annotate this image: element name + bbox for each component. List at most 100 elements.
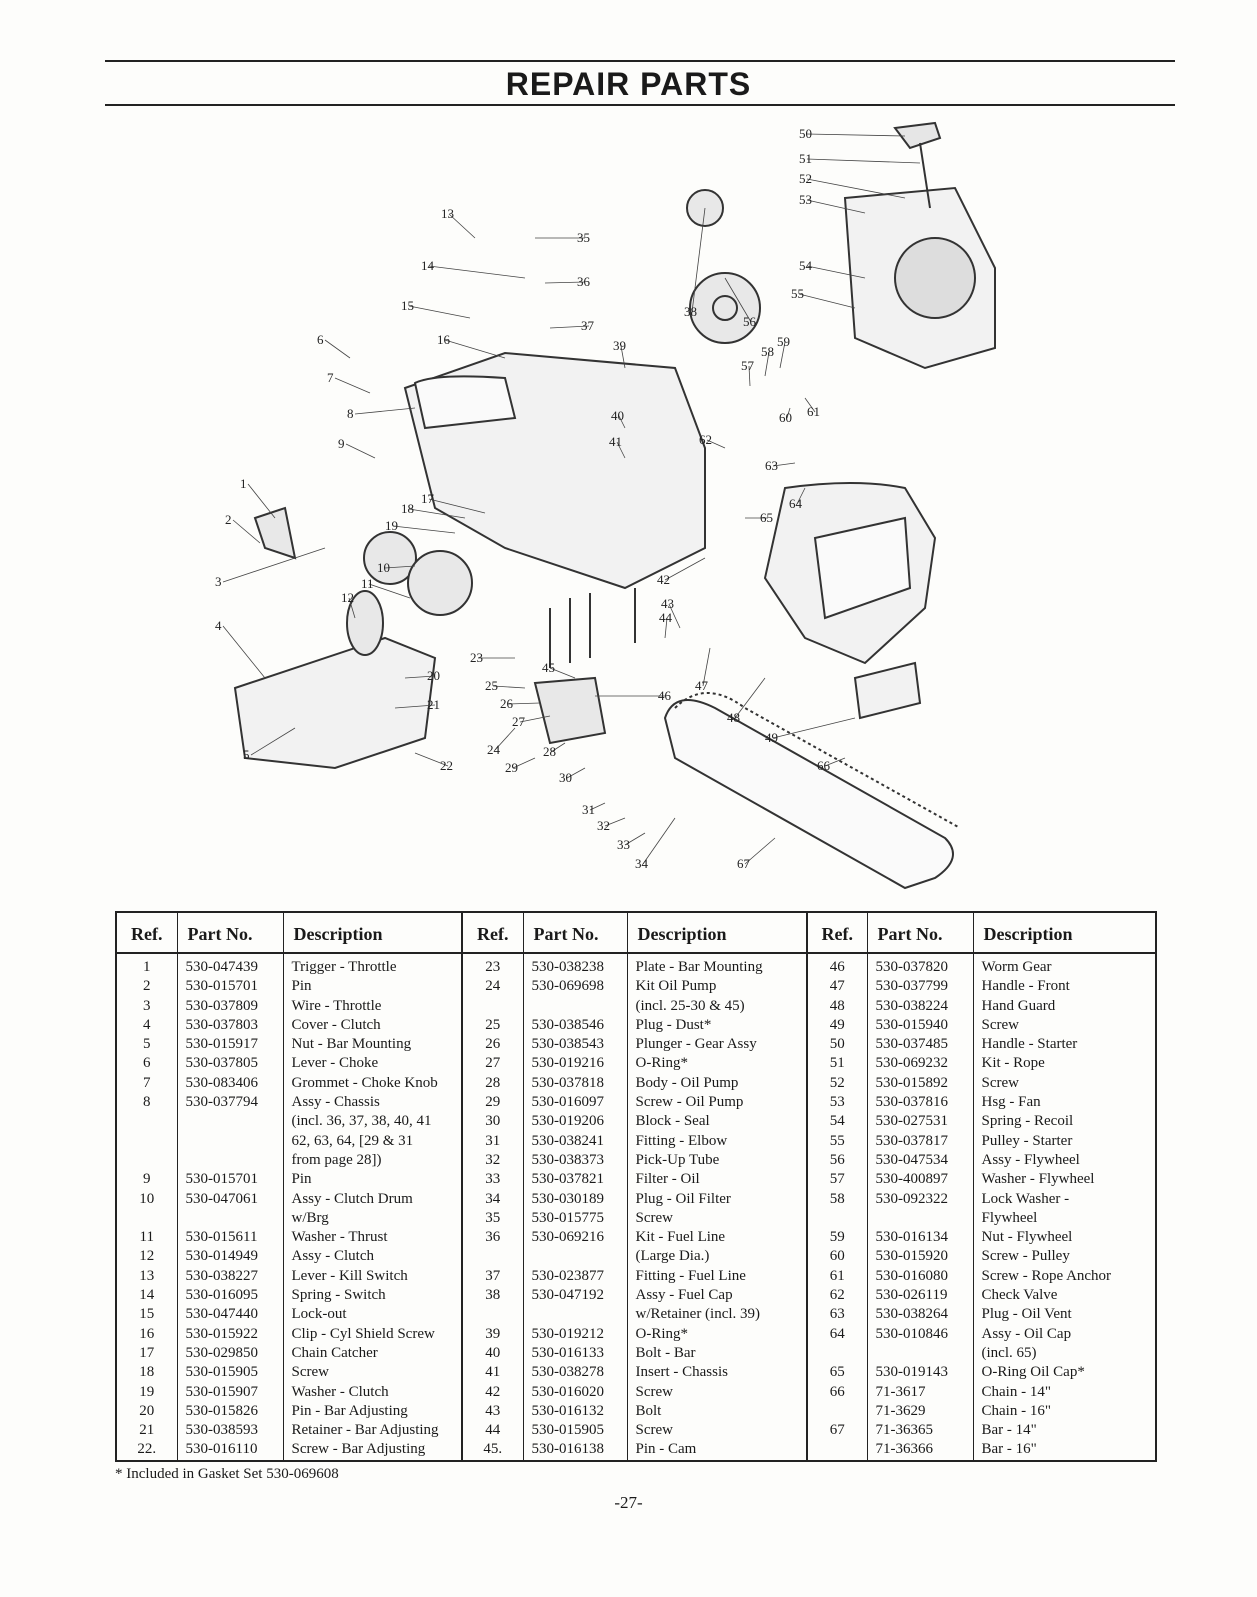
description-cell: Hsg - Fan [972, 1093, 1157, 1113]
ref-cell: 35 [461, 1208, 523, 1229]
col-header: Description [282, 911, 462, 954]
callout-leader-line [408, 508, 466, 519]
part-number-cell: 530-023877 [522, 1266, 627, 1287]
callout-leader-line [744, 837, 776, 865]
ref-cell [806, 1401, 867, 1422]
part-number-cell: 530-038224 [866, 996, 973, 1016]
callout-leader-line [664, 557, 706, 581]
callout-label: 34 [635, 856, 649, 871]
description-cell: O-Ring* [626, 1324, 807, 1344]
description-cell: Filter - Oil [626, 1170, 807, 1190]
part-number-cell [522, 1247, 627, 1267]
callout-leader-line [764, 351, 770, 377]
description-cell: Chain Catcher [282, 1343, 462, 1364]
callout-label: 25 [485, 678, 498, 693]
col-header: Part No. [866, 911, 973, 954]
part-number-cell: 530-037816 [866, 1093, 973, 1113]
exploded-parts-diagram: 1234567891011121314151617181920212223242… [215, 121, 996, 890]
callout-leader-line [804, 397, 816, 413]
description-cell: Kit Oil Pump [626, 977, 807, 997]
description-cell: (incl. 25-30 & 45) [626, 996, 807, 1016]
callout-label: 20 [427, 668, 440, 683]
ref-cell [115, 1112, 177, 1132]
description-cell: Spring - Switch [282, 1286, 462, 1306]
ref-cell: 36 [461, 1228, 523, 1248]
part-number-cell [176, 1208, 283, 1229]
part-number-cell: 530-038264 [866, 1305, 973, 1325]
callout-leader-line [668, 603, 681, 629]
part-number-cell: 530-015905 [522, 1421, 627, 1441]
callout-leader-line [618, 415, 626, 429]
callout-label: 65 [760, 510, 773, 525]
description-cell: Bolt [626, 1401, 807, 1422]
part-number-cell: 530-016133 [522, 1343, 627, 1364]
ref-cell: 41 [461, 1363, 523, 1383]
callout-label: 13 [441, 206, 454, 221]
callout-leader-line [348, 597, 356, 619]
callout-label: 15 [401, 298, 414, 313]
description-cell: Plug - Dust* [626, 1015, 807, 1036]
ref-cell [461, 1247, 523, 1267]
callout-leader-line [748, 365, 751, 387]
description-cell: O-Ring* [626, 1054, 807, 1074]
ref-cell: 24 [461, 977, 523, 997]
description-cell: Chain - 16" [972, 1401, 1157, 1422]
description-cell: Nut - Flywheel [972, 1228, 1157, 1248]
description-cell: Handle - Front [972, 977, 1157, 997]
description-cell: Plug - Oil Vent [972, 1305, 1157, 1325]
part-number-cell: 530-038238 [522, 953, 627, 978]
part-number-cell: 530-083406 [176, 1073, 283, 1094]
callout-label: 18 [401, 501, 414, 516]
ref-cell: 55 [806, 1131, 867, 1151]
callout-leader-line [507, 702, 541, 705]
callout-leader-line [566, 767, 586, 779]
ref-cell: 25 [461, 1015, 523, 1036]
ref-cell: 20 [115, 1401, 177, 1422]
part-number-cell: 530-019206 [522, 1112, 627, 1132]
callout-label: 33 [617, 837, 630, 852]
ref-cell: 34 [461, 1189, 523, 1209]
ref-cell: 51 [806, 1054, 867, 1074]
description-cell: Plate - Bar Mounting [626, 953, 807, 978]
ref-cell: 67 [806, 1421, 867, 1441]
part-number-cell: 530-037803 [176, 1015, 283, 1036]
part-number-cell: 530-092322 [866, 1189, 973, 1209]
part-number-cell [522, 996, 627, 1016]
callout-leader-line [444, 339, 506, 359]
description-cell: w/Brg [282, 1208, 462, 1229]
ref-cell: 33 [461, 1170, 523, 1190]
part-number-cell: 530-019216 [522, 1054, 627, 1074]
callout-leader-line [664, 617, 668, 639]
description-cell: (incl. 65) [972, 1343, 1157, 1364]
part-number-cell [176, 1131, 283, 1151]
description-cell: Bolt - Bar [626, 1343, 807, 1364]
ref-cell: 13 [115, 1266, 177, 1287]
part-number-cell: 530-037794 [176, 1093, 283, 1113]
ref-cell [806, 1440, 867, 1462]
callout-label: 22 [440, 758, 453, 773]
callout-label: 16 [437, 332, 451, 347]
callout-leader-line [428, 498, 486, 514]
ref-cell: 30 [461, 1112, 523, 1132]
clutch-cover-shape [233, 636, 437, 770]
ref-cell: 39 [461, 1324, 523, 1344]
part-number-cell: 530-019212 [522, 1324, 627, 1344]
callout-leader-line [334, 377, 371, 394]
ref-cell: 45. [461, 1440, 523, 1462]
callout-leader-line [550, 742, 566, 753]
table-header-row: Ref. Part No. Description Ref. Part No. … [115, 911, 1157, 954]
col-header: Ref. [461, 911, 523, 954]
col-header: Ref. [115, 911, 177, 954]
callout-label: 50 [799, 126, 812, 141]
callout-label: 39 [613, 338, 626, 353]
part-number-cell: 530-037821 [522, 1170, 627, 1190]
description-cell: Check Valve [972, 1286, 1157, 1306]
ref-cell: 23 [461, 953, 523, 978]
ref-cell: 19 [115, 1382, 177, 1402]
ref-cell: 40 [461, 1343, 523, 1364]
callout-leader-line [604, 817, 626, 827]
